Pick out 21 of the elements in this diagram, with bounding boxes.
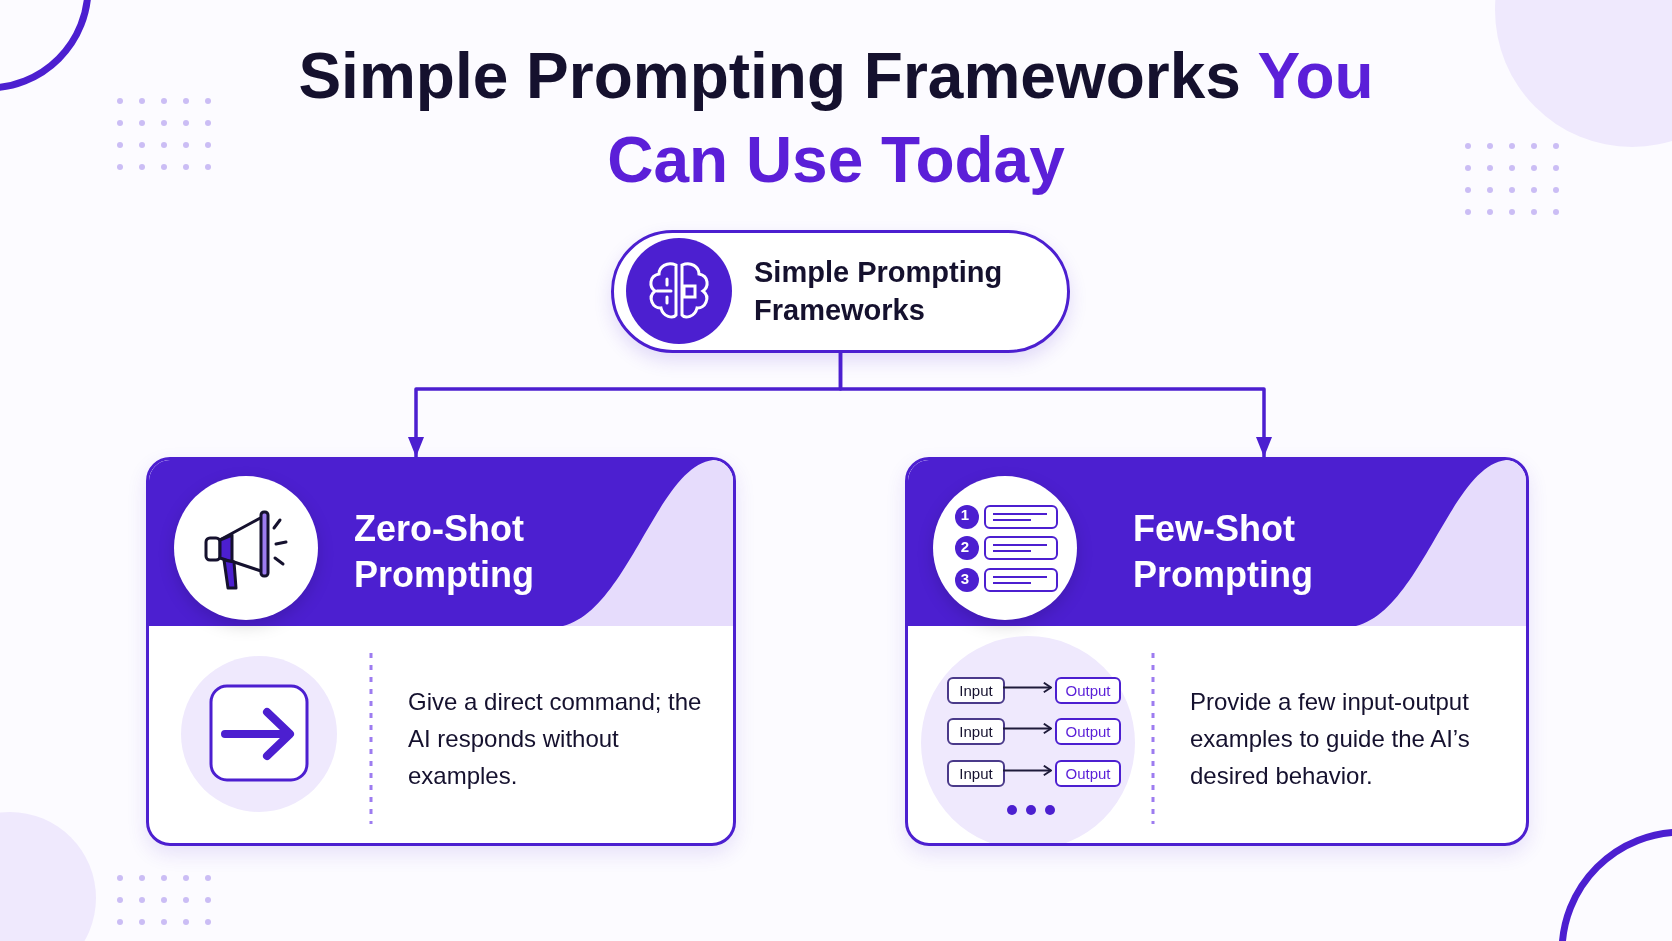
step-number: 2 <box>959 537 971 557</box>
card-title: Zero-Shot Prompting <box>354 507 535 597</box>
input-example-box: Input <box>947 677 1005 704</box>
framework-card <box>905 457 1529 846</box>
arrow <box>1002 722 1052 735</box>
node-title: Simple Prompting Frameworks <box>754 255 1004 328</box>
output-example-box: Output <box>1055 760 1121 787</box>
input-example-box: Input <box>947 760 1005 787</box>
card-description: Give a direct command; the AI responds without examples. <box>408 687 703 791</box>
step-number: 3 <box>959 569 971 589</box>
card-description: Provide a few input-output examples to guide the AI’s desired behavior. <box>1190 687 1471 791</box>
arrow <box>1002 764 1052 777</box>
title: Simple Prompting Frameworks You Can Use Today <box>297 39 1375 198</box>
output-example-box: Output <box>1055 677 1121 704</box>
arrow <box>1002 681 1052 694</box>
connector-arrow <box>838 353 1272 457</box>
input-example-box: Input <box>947 718 1005 745</box>
card-title: Few-Shot Prompting <box>1133 507 1314 597</box>
step-number: 1 <box>959 505 971 525</box>
output-example-box: Output <box>1055 718 1121 745</box>
framework-card <box>146 457 736 846</box>
